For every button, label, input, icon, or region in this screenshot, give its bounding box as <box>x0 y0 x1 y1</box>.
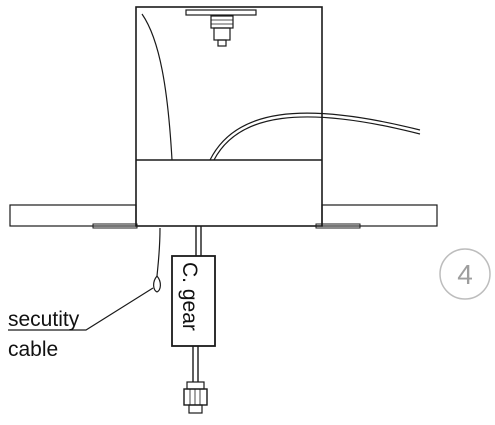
ceiling-right <box>321 204 438 227</box>
security-cable-label-line1: secutity <box>8 308 80 331</box>
step-badge: 4 <box>439 248 491 300</box>
gear-cable-bottom <box>192 346 199 382</box>
security-cable-label-line2: cable <box>8 338 58 361</box>
control-gear-box: C. gear <box>171 255 216 347</box>
gear-label: C. gear <box>178 262 201 331</box>
step-number: 4 <box>457 259 473 290</box>
lamp-socket <box>185 9 257 47</box>
ceiling-left <box>9 204 137 227</box>
connector-plug <box>183 381 208 414</box>
gear-cable-top <box>195 226 202 256</box>
security-cable <box>8 227 161 331</box>
internal-wire <box>209 112 421 161</box>
housing-box <box>92 6 361 229</box>
